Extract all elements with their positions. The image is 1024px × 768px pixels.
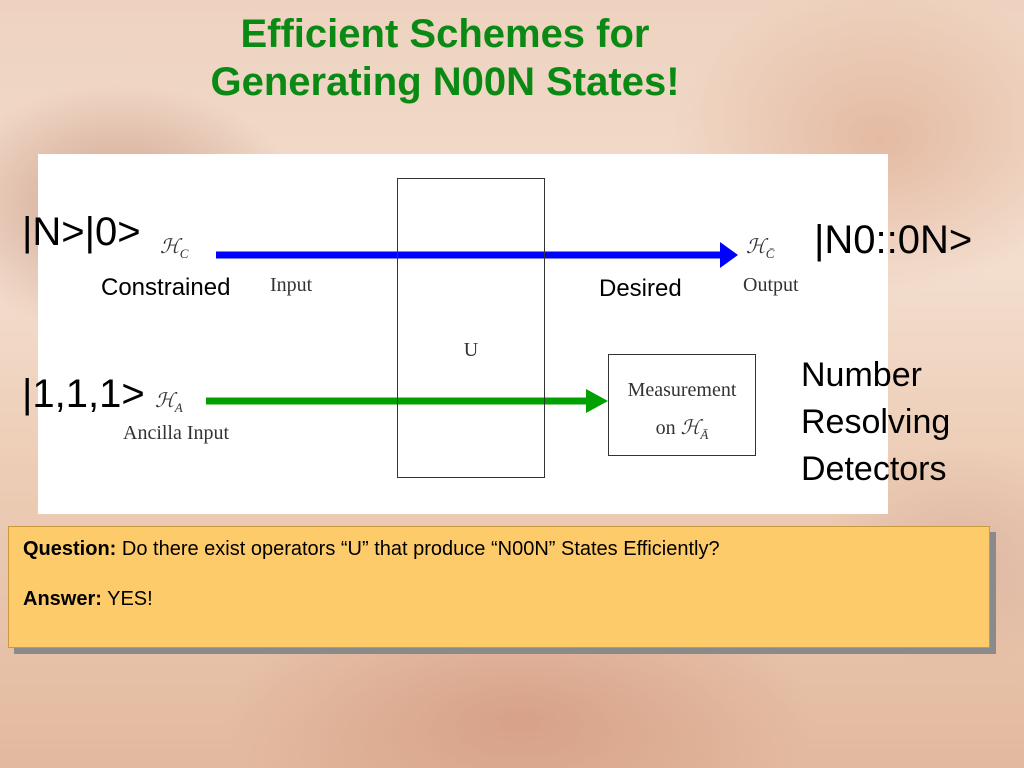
title-line-2: Generating N00N States! (210, 60, 680, 104)
measurement-sub: Ā (700, 427, 709, 442)
title-line-1: Efficient Schemes for (240, 12, 650, 56)
measurement-on-word: on (655, 417, 676, 439)
hilbert-cbar-label: ℋC̄ (746, 234, 774, 262)
detectors-line-1: Number (801, 356, 922, 394)
input-ket: |N>|0> (22, 210, 141, 254)
hilbert-cbar-sub: C̄ (765, 246, 775, 261)
ancilla-ket: |1,1,1> (22, 372, 145, 416)
slide-title: Efficient Schemes for Generating N00N St… (0, 10, 890, 106)
output-label: Output (743, 274, 799, 296)
hilbert-cbar-symbol: ℋ (746, 236, 766, 258)
question-answer-box: Question: Do there exist operators “U” t… (8, 526, 990, 648)
circuit-diagram: U ℋC Input ℋC̄ Output ℋA Ancilla Input M… (38, 154, 888, 514)
answer-line: Answer: YES! (23, 587, 975, 611)
answer-text: YES! (101, 588, 153, 610)
measurement-box: Measurement on ℋĀ (608, 354, 756, 456)
detectors-line-3: Detectors (801, 450, 947, 488)
question-line: Question: Do there exist operators “U” t… (23, 537, 975, 561)
hilbert-c-label: ℋC (160, 234, 188, 262)
measurement-symbol: ℋ (680, 417, 701, 439)
input-label: Input (270, 274, 313, 296)
answer-label: Answer: (23, 588, 102, 610)
measurement-label: Measurement (627, 379, 737, 401)
desired-label: Desired (599, 275, 682, 302)
question-label: Question: (23, 538, 117, 560)
ancilla-label: Ancilla Input (123, 422, 230, 444)
hilbert-a-label: ℋA (155, 388, 183, 416)
hilbert-a-symbol: ℋ (155, 390, 175, 412)
unitary-label: U (463, 339, 479, 361)
question-text: Do there exist operators “U” that produc… (116, 538, 720, 560)
hilbert-c-symbol: ℋ (160, 236, 180, 258)
measurement-on-label: on ℋĀ (609, 415, 755, 443)
detectors-label: Number Resolving Detectors (801, 352, 950, 493)
diagram-arrows (206, 242, 738, 413)
constrained-label: Constrained (101, 274, 231, 301)
output-ket: |N0::0N> (814, 218, 973, 262)
unitary-box: U (397, 178, 545, 478)
detectors-line-2: Resolving (801, 403, 951, 441)
hilbert-a-sub: A (174, 400, 183, 415)
hilbert-c-sub: C (179, 246, 189, 261)
input-arrow-head (720, 242, 738, 268)
ancilla-arrow-head (586, 389, 608, 413)
